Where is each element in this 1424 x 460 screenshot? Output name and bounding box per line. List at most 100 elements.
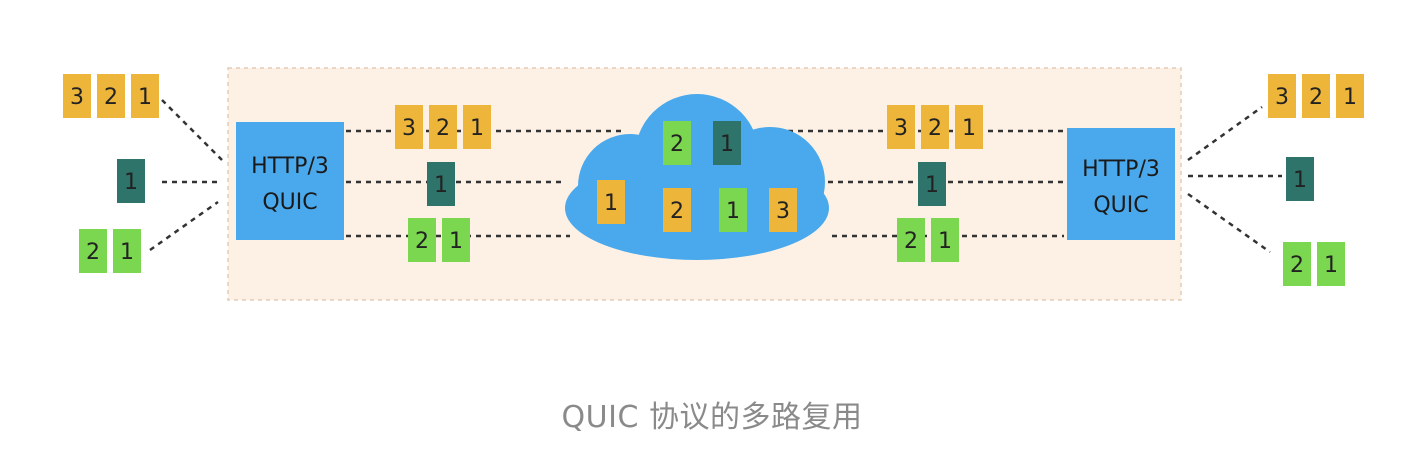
packet-label: 1: [1324, 253, 1338, 278]
packet-label: 2: [104, 85, 118, 110]
packet-label: 2: [1290, 253, 1304, 278]
packet-box: [463, 105, 491, 149]
packet-label: 1: [1343, 85, 1357, 110]
packet-label: 3: [70, 85, 84, 110]
right-outer-yellow-packet-1: 3: [1268, 74, 1296, 118]
right-inner-yellow-packet-1: 3: [887, 105, 915, 149]
packet-box: [769, 188, 797, 232]
right-inner-green-packet-1: 2: [897, 218, 925, 262]
cloud-packet-1: 2: [663, 121, 691, 165]
packet-box: [427, 162, 455, 206]
packet-box: [719, 188, 747, 232]
right-outer-yellow-packet-3: 1: [1336, 74, 1364, 118]
packet-box: [713, 121, 741, 165]
packet-box: [1268, 74, 1296, 118]
right-outer-green-packet-1: 2: [1283, 242, 1311, 286]
packet-box: [1336, 74, 1364, 118]
packet-label: 3: [776, 199, 790, 224]
left-fan-line-yellow: [161, 99, 223, 161]
left-inner-green-packet-1: 2: [408, 218, 436, 262]
packet-box: [663, 188, 691, 232]
packet-label: 1: [720, 132, 734, 157]
right-inner-yellow-packet-2: 2: [921, 105, 949, 149]
packet-label: 2: [670, 132, 684, 157]
packet-label: 1: [726, 199, 740, 224]
protocol-box-line2: QUIC: [262, 190, 317, 215]
packet-box: [931, 218, 959, 262]
packet-box: [597, 180, 625, 224]
packet-box: [897, 218, 925, 262]
packet-box: [887, 105, 915, 149]
right-inner-teal-packet-1: 1: [918, 162, 946, 206]
packet-box: [395, 105, 423, 149]
packet-box: [921, 105, 949, 149]
packet-box: [113, 229, 141, 273]
packet-label: 3: [894, 116, 908, 141]
packet-label: 1: [470, 116, 484, 141]
left-outer-yellow-packet-1: 3: [63, 74, 91, 118]
packet-box: [955, 105, 983, 149]
left-outer-yellow-packet-3: 1: [131, 74, 159, 118]
packet-box: [1286, 157, 1314, 201]
cloud-packet-6: 3: [769, 188, 797, 232]
cloud-packet-4: 2: [663, 188, 691, 232]
cloud-packet-3: 1: [597, 180, 625, 224]
packet-label: 2: [928, 116, 942, 141]
packet-box: [429, 105, 457, 149]
packet-label: 1: [138, 85, 152, 110]
protocol-box-line2: QUIC: [1093, 193, 1148, 218]
left-inner-green-packet-2: 1: [442, 218, 470, 262]
packet-label: 2: [436, 116, 450, 141]
packet-box: [442, 218, 470, 262]
packet-label: 1: [434, 173, 448, 198]
left-outer-green-packet-1: 2: [79, 229, 107, 273]
left-outer-yellow-packet-2: 2: [97, 74, 125, 118]
diagram-caption: QUIC 协议的多路复用: [561, 400, 863, 435]
packet-label: 1: [962, 116, 976, 141]
packet-box: [1283, 242, 1311, 286]
left-outer-green-packet-2: 1: [113, 229, 141, 273]
packet-label: 2: [904, 229, 918, 254]
packet-box: [63, 74, 91, 118]
protocol-box-bg: [1067, 128, 1175, 240]
right-outer-green-packet-2: 1: [1317, 242, 1345, 286]
packet-box: [97, 74, 125, 118]
cloud-packet-5: 1: [719, 188, 747, 232]
packet-box: [1302, 74, 1330, 118]
left-inner-teal-packet-1: 1: [427, 162, 455, 206]
packet-label: 3: [1275, 85, 1289, 110]
packet-box: [1317, 242, 1345, 286]
packet-label: 1: [120, 240, 134, 265]
packet-label: 1: [1293, 168, 1307, 193]
packet-label: 3: [402, 116, 416, 141]
left-fan-line-green: [149, 200, 219, 252]
packet-box: [408, 218, 436, 262]
packet-box: [131, 74, 159, 118]
packet-box: [79, 229, 107, 273]
right-fan-line-green: [1187, 192, 1271, 254]
left-inner-yellow-packet-1: 3: [395, 105, 423, 149]
right-inner-yellow-packet-3: 1: [955, 105, 983, 149]
protocol-box-line1: HTTP/3: [1082, 157, 1160, 182]
packet-label: 2: [86, 240, 100, 265]
left-outer-teal-packet-1: 1: [117, 159, 145, 203]
packet-label: 2: [670, 199, 684, 224]
packet-label: 1: [604, 191, 618, 216]
left-inner-yellow-packet-2: 2: [429, 105, 457, 149]
left-inner-yellow-packet-3: 1: [463, 105, 491, 149]
packet-label: 2: [415, 229, 429, 254]
right-fan-line-yellow: [1187, 105, 1263, 162]
cloud-packet-2: 1: [713, 121, 741, 165]
packet-label: 1: [925, 173, 939, 198]
packet-label: 1: [449, 229, 463, 254]
packet-label: 2: [1309, 85, 1323, 110]
protocol-box-bg: [236, 122, 344, 240]
packet-box: [918, 162, 946, 206]
right-outer-teal-packet-1: 1: [1286, 157, 1314, 201]
packet-box: [117, 159, 145, 203]
packet-label: 1: [938, 229, 952, 254]
